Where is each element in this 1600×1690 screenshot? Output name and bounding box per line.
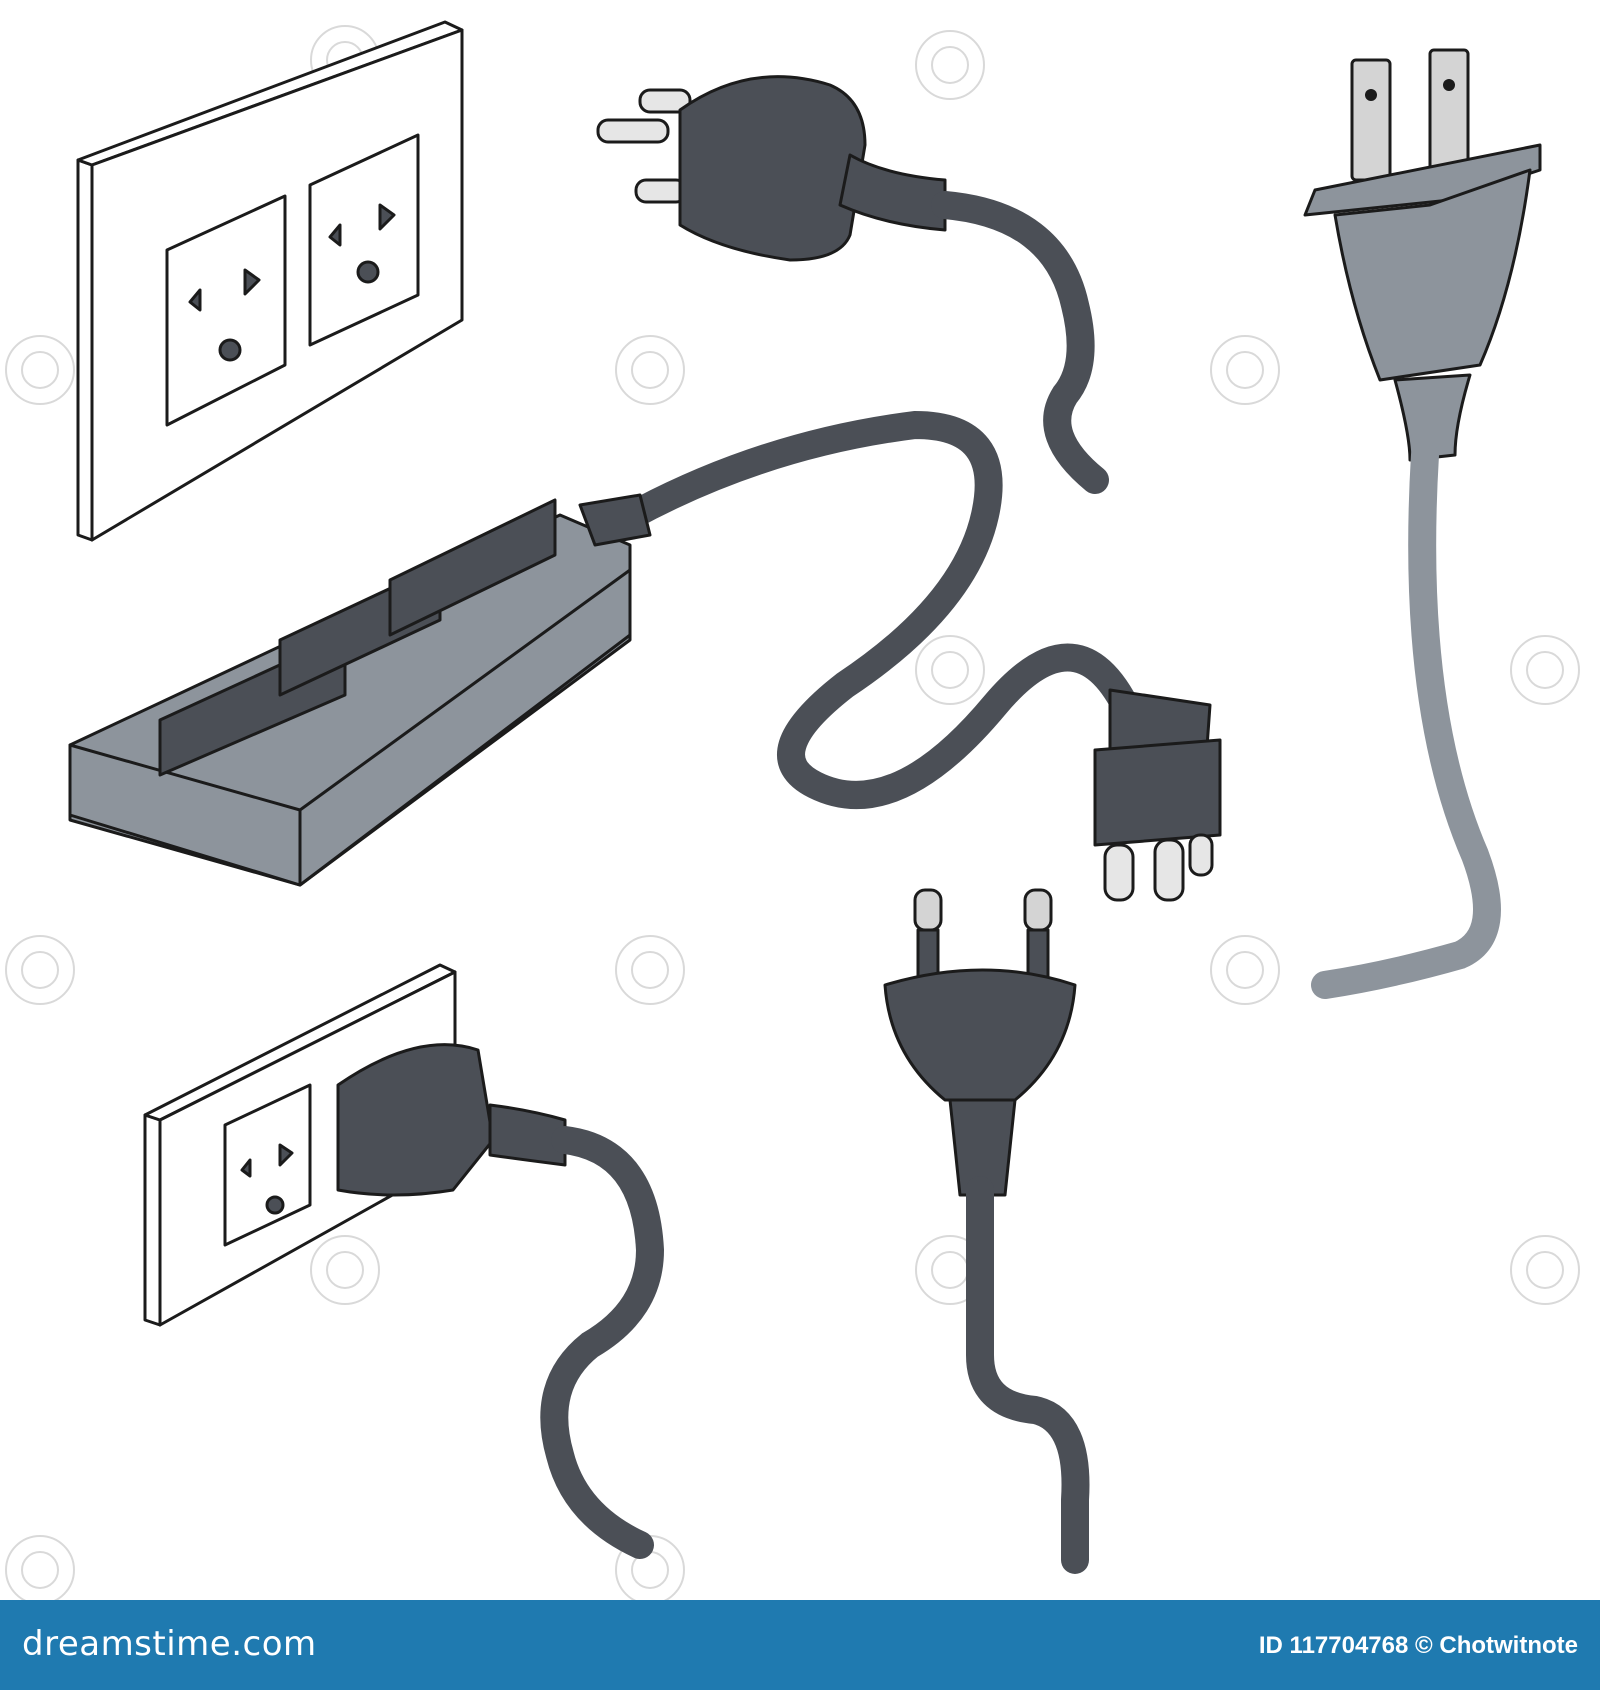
image-id-credit: ID 117704768 © Chotwitnote bbox=[1258, 1632, 1578, 1659]
strip-cord-plug bbox=[1093, 688, 1222, 902]
three-prong-plug bbox=[596, 75, 1109, 494]
wall-socket-with-plug bbox=[143, 963, 665, 1559]
europlug bbox=[883, 888, 1090, 1574]
two-flat-pin-plug bbox=[1303, 48, 1542, 999]
power-strip bbox=[68, 410, 1139, 887]
footer-bar: dreamstime.com ID 117704768 © Chotwitnot… bbox=[0, 1600, 1600, 1690]
dreamstime-logo[interactable]: dreamstime.com bbox=[22, 1624, 317, 1664]
illustration-canvas bbox=[5, 20, 1580, 1600]
wall-socket-double bbox=[76, 20, 464, 542]
